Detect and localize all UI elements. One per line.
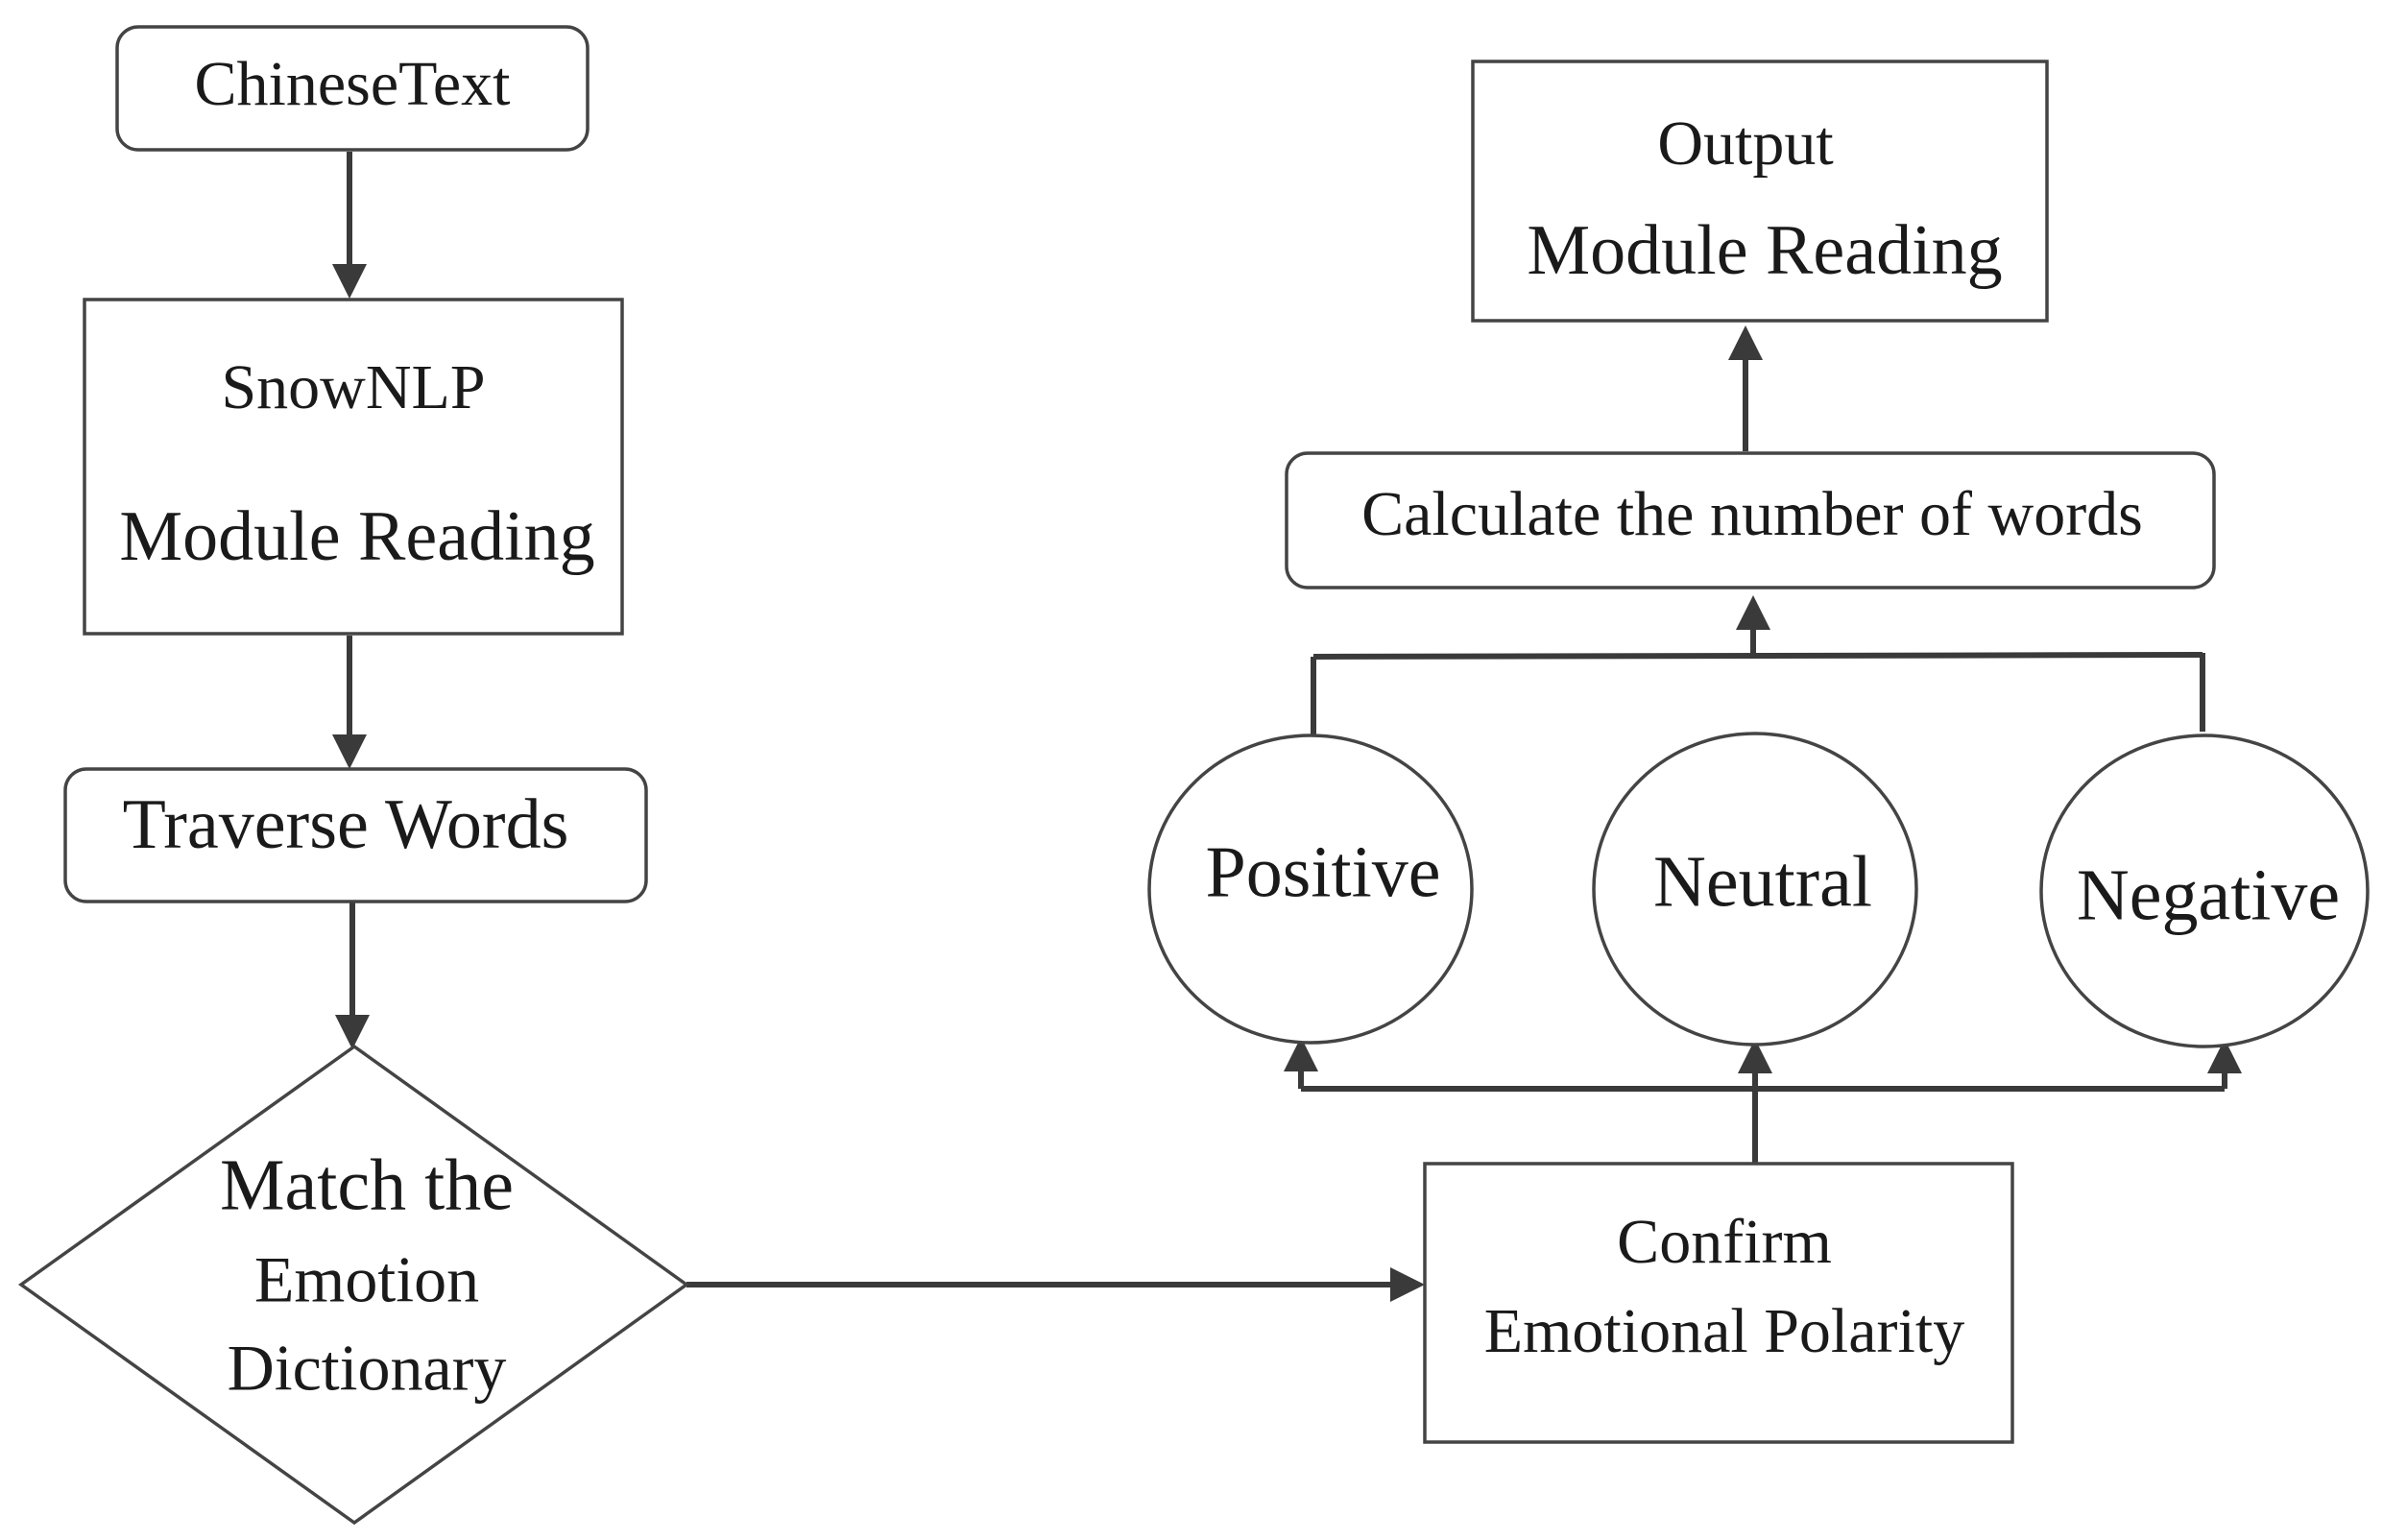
- connectors: [332, 152, 2242, 1302]
- node-output: Output Module Reading: [1471, 60, 2049, 323]
- chinese-text-label: ChineseText: [195, 49, 511, 119]
- node-positive: Positive: [1147, 734, 1474, 1045]
- match-label-line2: Emotion: [254, 1243, 479, 1316]
- node-confirm-polarity: Confirm Emotional Polarity: [1423, 1162, 2014, 1444]
- match-label-line1: Match the: [220, 1144, 514, 1225]
- node-negative: Negative: [2039, 734, 2370, 1048]
- output-label-line1: Output: [1657, 108, 1833, 179]
- node-calculate-words: Calculate the number of words: [1285, 451, 2216, 590]
- snownlp-label-line1: SnowNLP: [221, 352, 485, 422]
- confirm-label-line1: Confirm: [1617, 1207, 1832, 1277]
- line-top-bus: [1312, 652, 2203, 660]
- node-chinese-text: ChineseText: [115, 25, 590, 152]
- snownlp-label-line2: Module Reading: [119, 497, 594, 576]
- node-match-dictionary: Match the Emotion Dictionary: [17, 1044, 690, 1526]
- node-neutral: Neutral: [1592, 732, 1918, 1047]
- neutral-label: Neutral: [1653, 841, 1872, 922]
- negative-label: Negative: [2077, 854, 2340, 935]
- calculate-label: Calculate the number of words: [1361, 479, 2143, 549]
- node-snownlp: SnowNLP Module Reading: [83, 298, 624, 636]
- match-label-line3: Dictionary: [228, 1332, 507, 1405]
- positive-label: Positive: [1206, 831, 1441, 912]
- output-label-line2: Module Reading: [1527, 211, 2002, 290]
- traverse-words-label: Traverse Words: [123, 785, 569, 864]
- confirm-label-line2: Emotional Polarity: [1484, 1296, 1964, 1366]
- node-traverse-words: Traverse Words: [63, 767, 648, 903]
